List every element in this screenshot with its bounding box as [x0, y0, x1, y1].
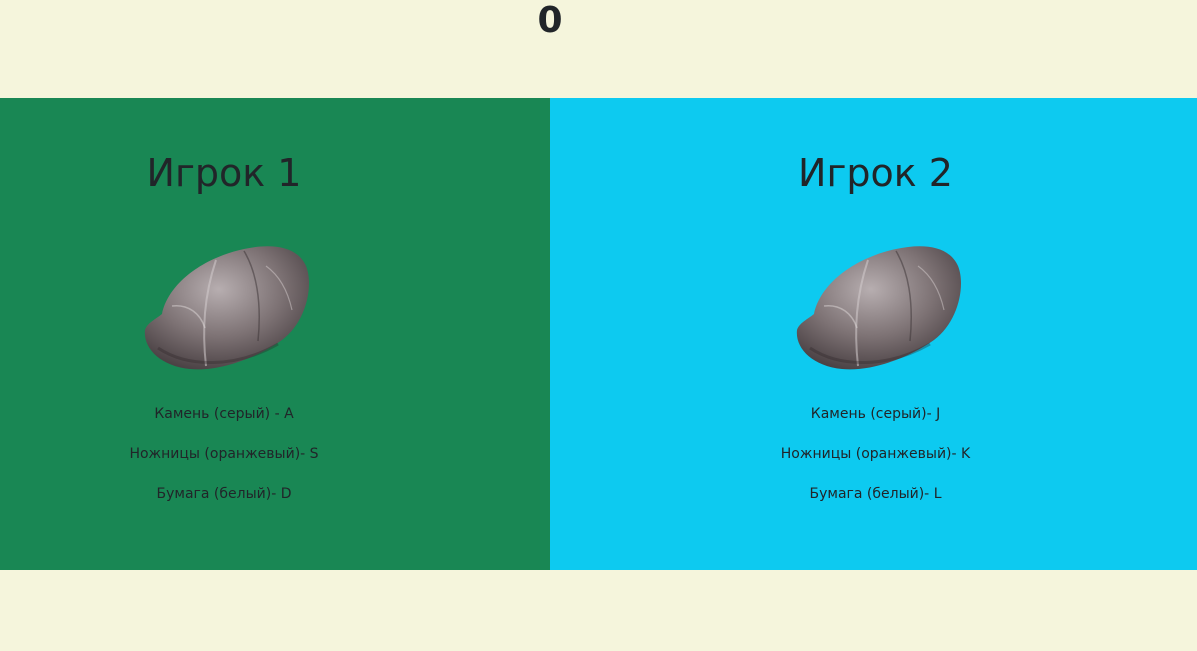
player-2-title: Игрок 2 — [798, 151, 953, 195]
game-board: Игрок 1 Камень (серый) - A Ножницы (оран… — [0, 98, 1197, 570]
rock-icon — [796, 246, 961, 370]
player-1-controls: Камень (серый) - A Ножницы (оранжевый)- … — [0, 404, 448, 524]
player-2-paper-key: Бумага (белый)- L — [809, 486, 942, 502]
player-2-scissors-key: Ножницы (оранжевый)- K — [780, 446, 971, 462]
player-2-rock-key: Камень (серый)- J — [810, 406, 941, 422]
player-1-paper-key: Бумага (белый)- D — [156, 486, 292, 502]
player-1-rock-key: Камень (серый) - A — [154, 406, 294, 422]
player-2-controls: Камень (серый)- J Ножницы (оранжевый)- K… — [550, 404, 1197, 524]
player-1-scissors-key: Ножницы (оранжевый)- S — [129, 446, 319, 462]
player-1-panel: Игрок 1 Камень (серый) - A Ножницы (оран… — [0, 98, 550, 570]
player-1-title: Игрок 1 — [146, 151, 302, 195]
player-2-panel: Игрок 2 Камень (серый)- J Ножницы (оранж… — [550, 98, 1197, 570]
score-counter: 0 — [537, 0, 563, 41]
rock-icon — [144, 246, 309, 370]
